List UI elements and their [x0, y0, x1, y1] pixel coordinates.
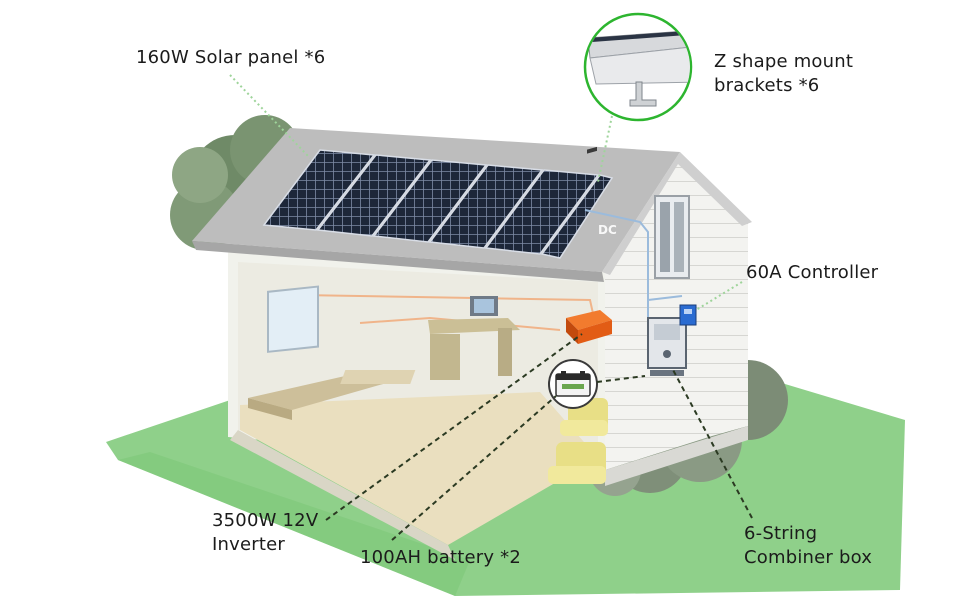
label-bracket: Z shape mount brackets *6 — [714, 50, 853, 98]
label-bracket-line1: Z shape mount — [714, 50, 853, 74]
label-controller-text: 60A Controller — [746, 261, 878, 285]
label-inverter-line2: Inverter — [212, 533, 318, 557]
label-solar-panel: 160W Solar panel *6 — [136, 46, 325, 70]
label-solar-panel-text: 160W Solar panel *6 — [136, 46, 325, 70]
bracket-callout — [585, 14, 700, 120]
battery-icon — [549, 360, 597, 408]
dc-tag: DC — [598, 223, 617, 237]
gable-window — [655, 196, 689, 278]
label-combiner: 6-String Combiner box — [744, 522, 872, 570]
label-combiner-line1: 6-String — [744, 522, 872, 546]
label-combiner-line2: Combiner box — [744, 546, 872, 570]
rug — [340, 370, 415, 384]
television — [268, 287, 318, 352]
charge-controller — [648, 318, 686, 376]
label-inverter: 3500W 12V Inverter — [212, 509, 318, 557]
combiner-box — [680, 305, 696, 325]
label-controller: 60A Controller — [746, 261, 878, 285]
label-battery-text: 100AH battery *2 — [360, 546, 521, 570]
label-inverter-line1: 3500W 12V — [212, 509, 318, 533]
label-battery: 100AH battery *2 — [360, 546, 521, 570]
label-bracket-line2: brackets *6 — [714, 74, 853, 98]
